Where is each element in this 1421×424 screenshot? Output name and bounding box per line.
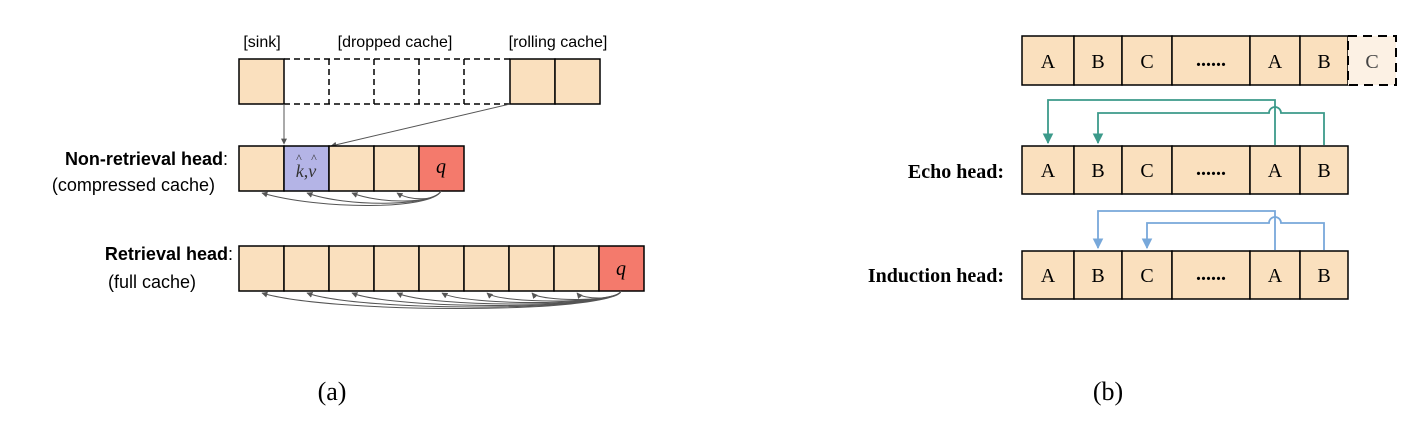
cache-cell (463, 245, 510, 292)
compressed-kv-label: k,v (296, 161, 317, 181)
panel-a: [sink] [dropped cache] [rolling cache] N… (52, 34, 645, 406)
token-cell (1299, 250, 1349, 300)
token-cell (1171, 250, 1251, 300)
caption-a: (a) (318, 377, 347, 406)
token-label: C (1365, 51, 1378, 73)
non-retrieval-head-label: Non-retrieval head: (65, 149, 228, 169)
query-label: q (436, 156, 446, 178)
token-label: A (1041, 160, 1056, 182)
token-label: B (1091, 51, 1104, 73)
token-label: C (1140, 160, 1153, 182)
token-label: B (1317, 160, 1330, 182)
attention-arc (576, 290, 622, 300)
retrieval-head-label: Retrieval head: (105, 244, 233, 264)
induction-arrow (1092, 210, 1276, 250)
token-label: B (1091, 160, 1104, 182)
token-label: C (1140, 265, 1153, 287)
token-cell (1299, 145, 1349, 195)
token-label: A (1268, 265, 1283, 287)
token-label: C (1140, 51, 1153, 73)
query-cell (418, 145, 465, 192)
echo-arrow (1042, 99, 1276, 145)
v-hat-mark: ^ (311, 151, 317, 165)
compressed-cache-row: k,v ^ ^ q (238, 145, 465, 192)
sink-label: [sink] (243, 34, 280, 51)
attention-arc (396, 190, 442, 200)
token-cell (1171, 35, 1251, 86)
cache-cell (373, 245, 420, 292)
token-cell (1021, 145, 1075, 195)
token-cell (1249, 250, 1301, 300)
full-cache-row: q (238, 245, 645, 292)
echo-arrow (1092, 106, 1325, 145)
token-cell (1171, 145, 1251, 195)
full-attention-arcs (261, 290, 622, 309)
induction-head-arrows (1092, 210, 1325, 250)
query-cell (598, 245, 645, 292)
token-label: A (1268, 160, 1283, 182)
cache-cell (553, 245, 600, 292)
token-label: ...... (1196, 49, 1226, 71)
echo-head-arrows (1042, 99, 1325, 145)
token-cell (1121, 35, 1173, 86)
rolling-cache-label: [rolling cache] (509, 34, 608, 51)
token-cell (1121, 250, 1173, 300)
cache-cell (238, 145, 285, 192)
rolling-to-compressed-arrow (330, 103, 511, 148)
token-cell (1121, 145, 1173, 195)
cache-cell (283, 245, 330, 292)
induction-arrow (1141, 216, 1325, 250)
token-label: B (1091, 265, 1104, 287)
top-token-row: A B C ...... A B C (1021, 35, 1397, 86)
token-label: B (1317, 51, 1330, 73)
cache-cell (373, 145, 420, 192)
echo-head-row: A B C ...... A B (1021, 145, 1349, 195)
token-label: ...... (1196, 158, 1226, 180)
token-cell (1249, 35, 1301, 86)
next-token-cell (1347, 35, 1397, 86)
token-label: A (1268, 51, 1283, 73)
k-hat-mark: ^ (296, 151, 302, 165)
token-label: A (1041, 265, 1056, 287)
token-cell (1073, 250, 1123, 300)
token-cell (1021, 250, 1075, 300)
induction-head-label: Induction head: (868, 265, 1004, 287)
panel-b: A B C ...... A B C Echo head: A B C ....… (868, 35, 1397, 406)
echo-head-label: Echo head: (908, 161, 1004, 183)
sink-cell (238, 58, 285, 105)
cache-cell (418, 245, 465, 292)
cache-cell (508, 245, 555, 292)
compressed-attention-arcs (261, 190, 442, 206)
induction-head-row: A B C ...... A B (1021, 250, 1349, 300)
token-label: A (1041, 51, 1056, 73)
dropped-cache-region (284, 58, 510, 105)
cache-cell (238, 245, 285, 292)
attention-arc (531, 290, 622, 301)
caption-b: (b) (1093, 377, 1123, 406)
cache-cell (328, 245, 375, 292)
rolling-cell (554, 58, 601, 105)
rolling-cell (509, 58, 556, 105)
compressed-cache-label: (compressed cache) (52, 175, 215, 195)
full-kv-cache-row (238, 58, 601, 105)
dropped-cache-label: [dropped cache] (338, 34, 453, 51)
token-label: B (1317, 265, 1330, 287)
compressed-kv-cell (283, 145, 330, 192)
full-cache-label: (full cache) (108, 272, 196, 292)
query-label: q (616, 258, 626, 280)
token-label: ...... (1196, 263, 1226, 285)
cache-cell (328, 145, 375, 192)
